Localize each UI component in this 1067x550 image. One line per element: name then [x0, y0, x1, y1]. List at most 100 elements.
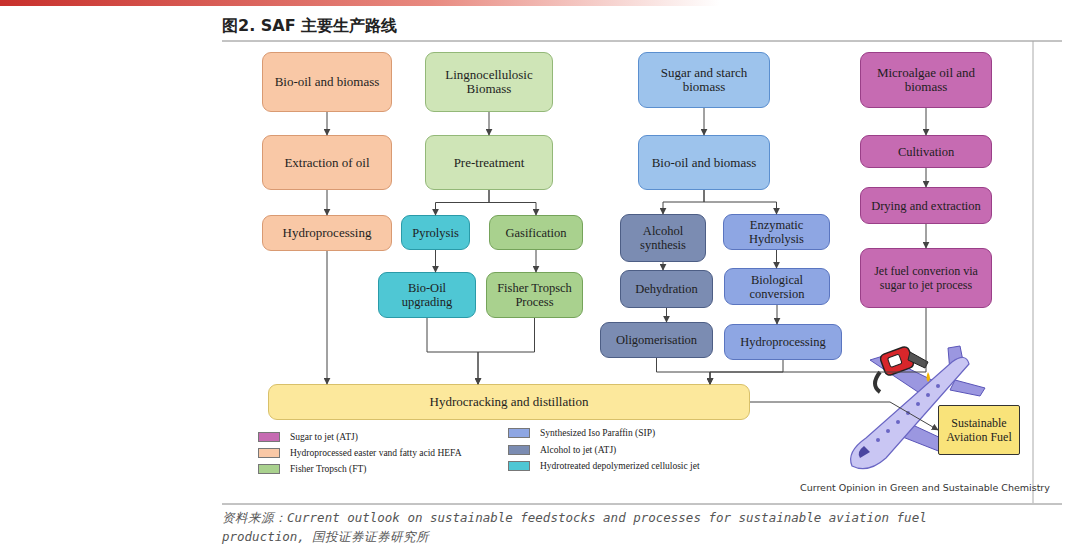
process-box: Alcohol synthesis [620, 214, 706, 262]
box-text: Lingnocellulosic Biomass [430, 68, 548, 96]
frame-line [222, 41, 1062, 42]
process-box: Fisher Tropsch Process [486, 272, 583, 318]
process-box: Extraction of oil [262, 135, 392, 190]
legend-entry: Synthesized Iso Paraffin (SIP) [508, 426, 655, 439]
flow-arrow [666, 308, 667, 322]
box-text: Microalgae oil and biomass [865, 66, 987, 94]
box-text: Pyrolysis [412, 226, 459, 240]
legend-text: Fisher Tropsch (FT) [290, 464, 367, 474]
fuel-hose [875, 372, 880, 392]
flow-arrow [489, 112, 490, 135]
box-text: Hydroprocessing [740, 335, 825, 349]
legend-entry: Sugar to jet (ATJ) [258, 430, 358, 443]
box-text: Hydroprocessing [283, 226, 372, 240]
frame-line [222, 504, 1062, 505]
process-box: Drying and extraction [860, 187, 992, 224]
journal-credit: Current Opinion in Green and Sustainable… [800, 482, 1050, 493]
process-box: Pre-treatment [425, 135, 553, 190]
process-box: Bio-oil and biomass [262, 52, 392, 112]
process-box: Oligomerisation [600, 322, 713, 358]
box-text: Gasification [505, 226, 566, 240]
legend-entry: Fisher Tropsch (FT) [258, 462, 367, 475]
box-text: Hydrocracking and distillation [430, 395, 589, 409]
legend-swatch [508, 445, 530, 455]
plane-windows [876, 384, 940, 442]
legend-entry: Hydrotreated depolymerized cellulosic je… [508, 459, 700, 472]
box-text: Sugar and starch biomass [643, 66, 765, 94]
flow-arrow [926, 224, 927, 248]
box-text: Sustainable Aviation Fuel [943, 416, 1015, 444]
legend-entry: Hydroprocessed easter vand fatty acid HE… [258, 446, 462, 459]
flow-arrow [710, 360, 783, 384]
flow-arrow [657, 358, 711, 384]
box-text: Extraction of oil [284, 156, 369, 170]
legend-swatch [508, 428, 530, 438]
process-box: Enzymatic Hydrolysis [723, 214, 830, 250]
legend-text: Hydroprocessed easter vand fatty acid HE… [290, 448, 462, 458]
flow-arrow [536, 250, 537, 272]
process-box: Biological conversion [724, 268, 830, 305]
flow-arrow [436, 190, 490, 215]
process-box: Hydroprocessing [724, 324, 842, 360]
legend-text: Synthesized Iso Paraffin (SIP) [540, 428, 655, 438]
fuel-drop [927, 372, 931, 382]
nozzle-spout [908, 352, 928, 368]
process-box: Pyrolysis [401, 215, 470, 250]
frame-line [1033, 41, 1034, 503]
process-box: Microalgae oil and biomass [860, 52, 992, 108]
flow-arrow [704, 108, 705, 135]
flow-arrow [750, 402, 938, 430]
flow-arrow [327, 251, 328, 384]
legend-swatch [258, 464, 280, 474]
box-text: Alcohol synthesis [625, 224, 701, 252]
box-text: Oligomerisation [616, 333, 697, 347]
box-text: Bio-Oil upgrading [383, 281, 471, 309]
legend-text: Alcohol to jet (ATJ) [540, 445, 616, 455]
process-box: Gasification [489, 215, 583, 250]
box-text: Cultivation [898, 145, 954, 159]
process-box: Bio-Oil upgrading [378, 272, 476, 318]
flow-arrow [435, 250, 436, 272]
process-box: Cultivation [860, 135, 992, 168]
legend-swatch [258, 448, 280, 458]
flow-arrow [926, 108, 927, 135]
process-box: Hydroprocessing [262, 215, 392, 251]
box-text: Bio-oil and biomass [652, 156, 757, 170]
process-box: Sustainable Aviation Fuel [938, 405, 1020, 455]
box-text: Jet fuel converion via sugar to jet proc… [865, 264, 987, 292]
flow-arrow [427, 318, 478, 384]
process-box: Dehydration [620, 270, 713, 308]
flow-arrow [704, 190, 777, 214]
process-box: Jet fuel converion via sugar to jet proc… [860, 248, 992, 308]
flow-arrow [663, 262, 664, 270]
flow-arrow [926, 168, 927, 187]
box-text: Drying and extraction [871, 199, 981, 213]
legend-swatch [508, 461, 530, 471]
box-text: Enzymatic Hydrolysis [728, 218, 825, 246]
box-text: Dehydration [635, 282, 697, 296]
flow-arrow [663, 190, 704, 214]
flow-arrow [776, 250, 777, 268]
plane-cockpit [859, 446, 870, 458]
process-box: Lingnocellulosic Biomass [425, 52, 553, 112]
plane-tail [950, 380, 985, 396]
legend-text: Hydrotreated depolymerized cellulosic je… [540, 461, 700, 471]
source-caption: 资料来源：Current outlook on sustainable feed… [222, 508, 1002, 546]
legend-entry: Alcohol to jet (ATJ) [508, 443, 616, 456]
process-box: Sugar and starch biomass [638, 52, 770, 108]
flow-arrow [327, 190, 328, 215]
box-text: Fisher Tropsch Process [491, 281, 578, 309]
header-bar [0, 0, 720, 6]
process-box: Hydrocracking and distillation [268, 384, 750, 420]
figure-title: 图2. SAF 主要生产路线 [222, 16, 397, 37]
nozzle-window [887, 354, 902, 368]
flow-arrow [777, 305, 778, 324]
flow-arrow [327, 112, 328, 135]
flow-arrow [489, 190, 536, 215]
flow-arrow [478, 318, 535, 384]
flow-arrow [710, 308, 926, 384]
box-text: Biological conversion [729, 273, 825, 301]
legend-text: Sugar to jet (ATJ) [290, 432, 358, 442]
box-text: Pre-treatment [454, 156, 525, 170]
legend-swatch [258, 432, 280, 442]
